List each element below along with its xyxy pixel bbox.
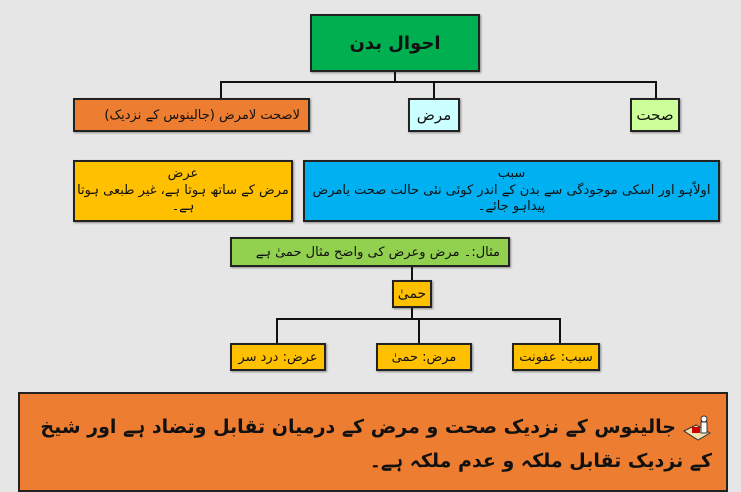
sabab-heading: سبب xyxy=(497,165,526,181)
sabab-text: اولاًہو اور اسکی موجودگی سے بدن کے اندر … xyxy=(312,182,711,215)
connector xyxy=(220,81,657,83)
connector xyxy=(411,267,413,280)
connector xyxy=(411,308,413,319)
connector xyxy=(276,318,278,343)
araz-heading: عرض xyxy=(167,165,199,181)
note-box: جالینوس کے نزدیک صحت و مرض کے درمیان تقا… xyxy=(18,392,728,492)
marz-example-box: مرض: حمیٰ xyxy=(376,343,472,371)
sehat-box: صحت xyxy=(630,98,680,132)
humma-box: حمیٰ xyxy=(392,280,432,308)
title-box: احوال بدن xyxy=(310,14,480,72)
sabab-example-box: سبب: عفونت xyxy=(512,343,600,371)
sabab-box: سبب اولاًہو اور اسکی موجودگی سے بدن کے ا… xyxy=(303,160,720,222)
connector xyxy=(220,81,222,98)
reader-icon xyxy=(682,415,712,441)
example-box: مثال:۔ مرض وعرض کی واضح مثال حمیٰ ہے xyxy=(230,237,510,267)
la-sehat-box: لاصحت لامرض (جالینوس کے نزدیک) xyxy=(73,98,310,132)
connector xyxy=(418,318,420,343)
connector xyxy=(394,72,396,82)
araz-box: عرض مرض کے ساتھ ہوتا ہے، غیر طبعی ہوتا ہ… xyxy=(73,160,293,222)
marz-box: مرض xyxy=(408,98,460,132)
connector xyxy=(433,81,435,98)
connector xyxy=(655,81,657,98)
connector xyxy=(559,318,561,343)
araz-text: مرض کے ساتھ ہوتا ہے، غیر طبعی ہوتا ہے۔ xyxy=(77,182,289,215)
araz-example-box: عرض: درد سر xyxy=(230,343,326,371)
note-text: جالینوس کے نزدیک صحت و مرض کے درمیان تقا… xyxy=(40,416,712,472)
